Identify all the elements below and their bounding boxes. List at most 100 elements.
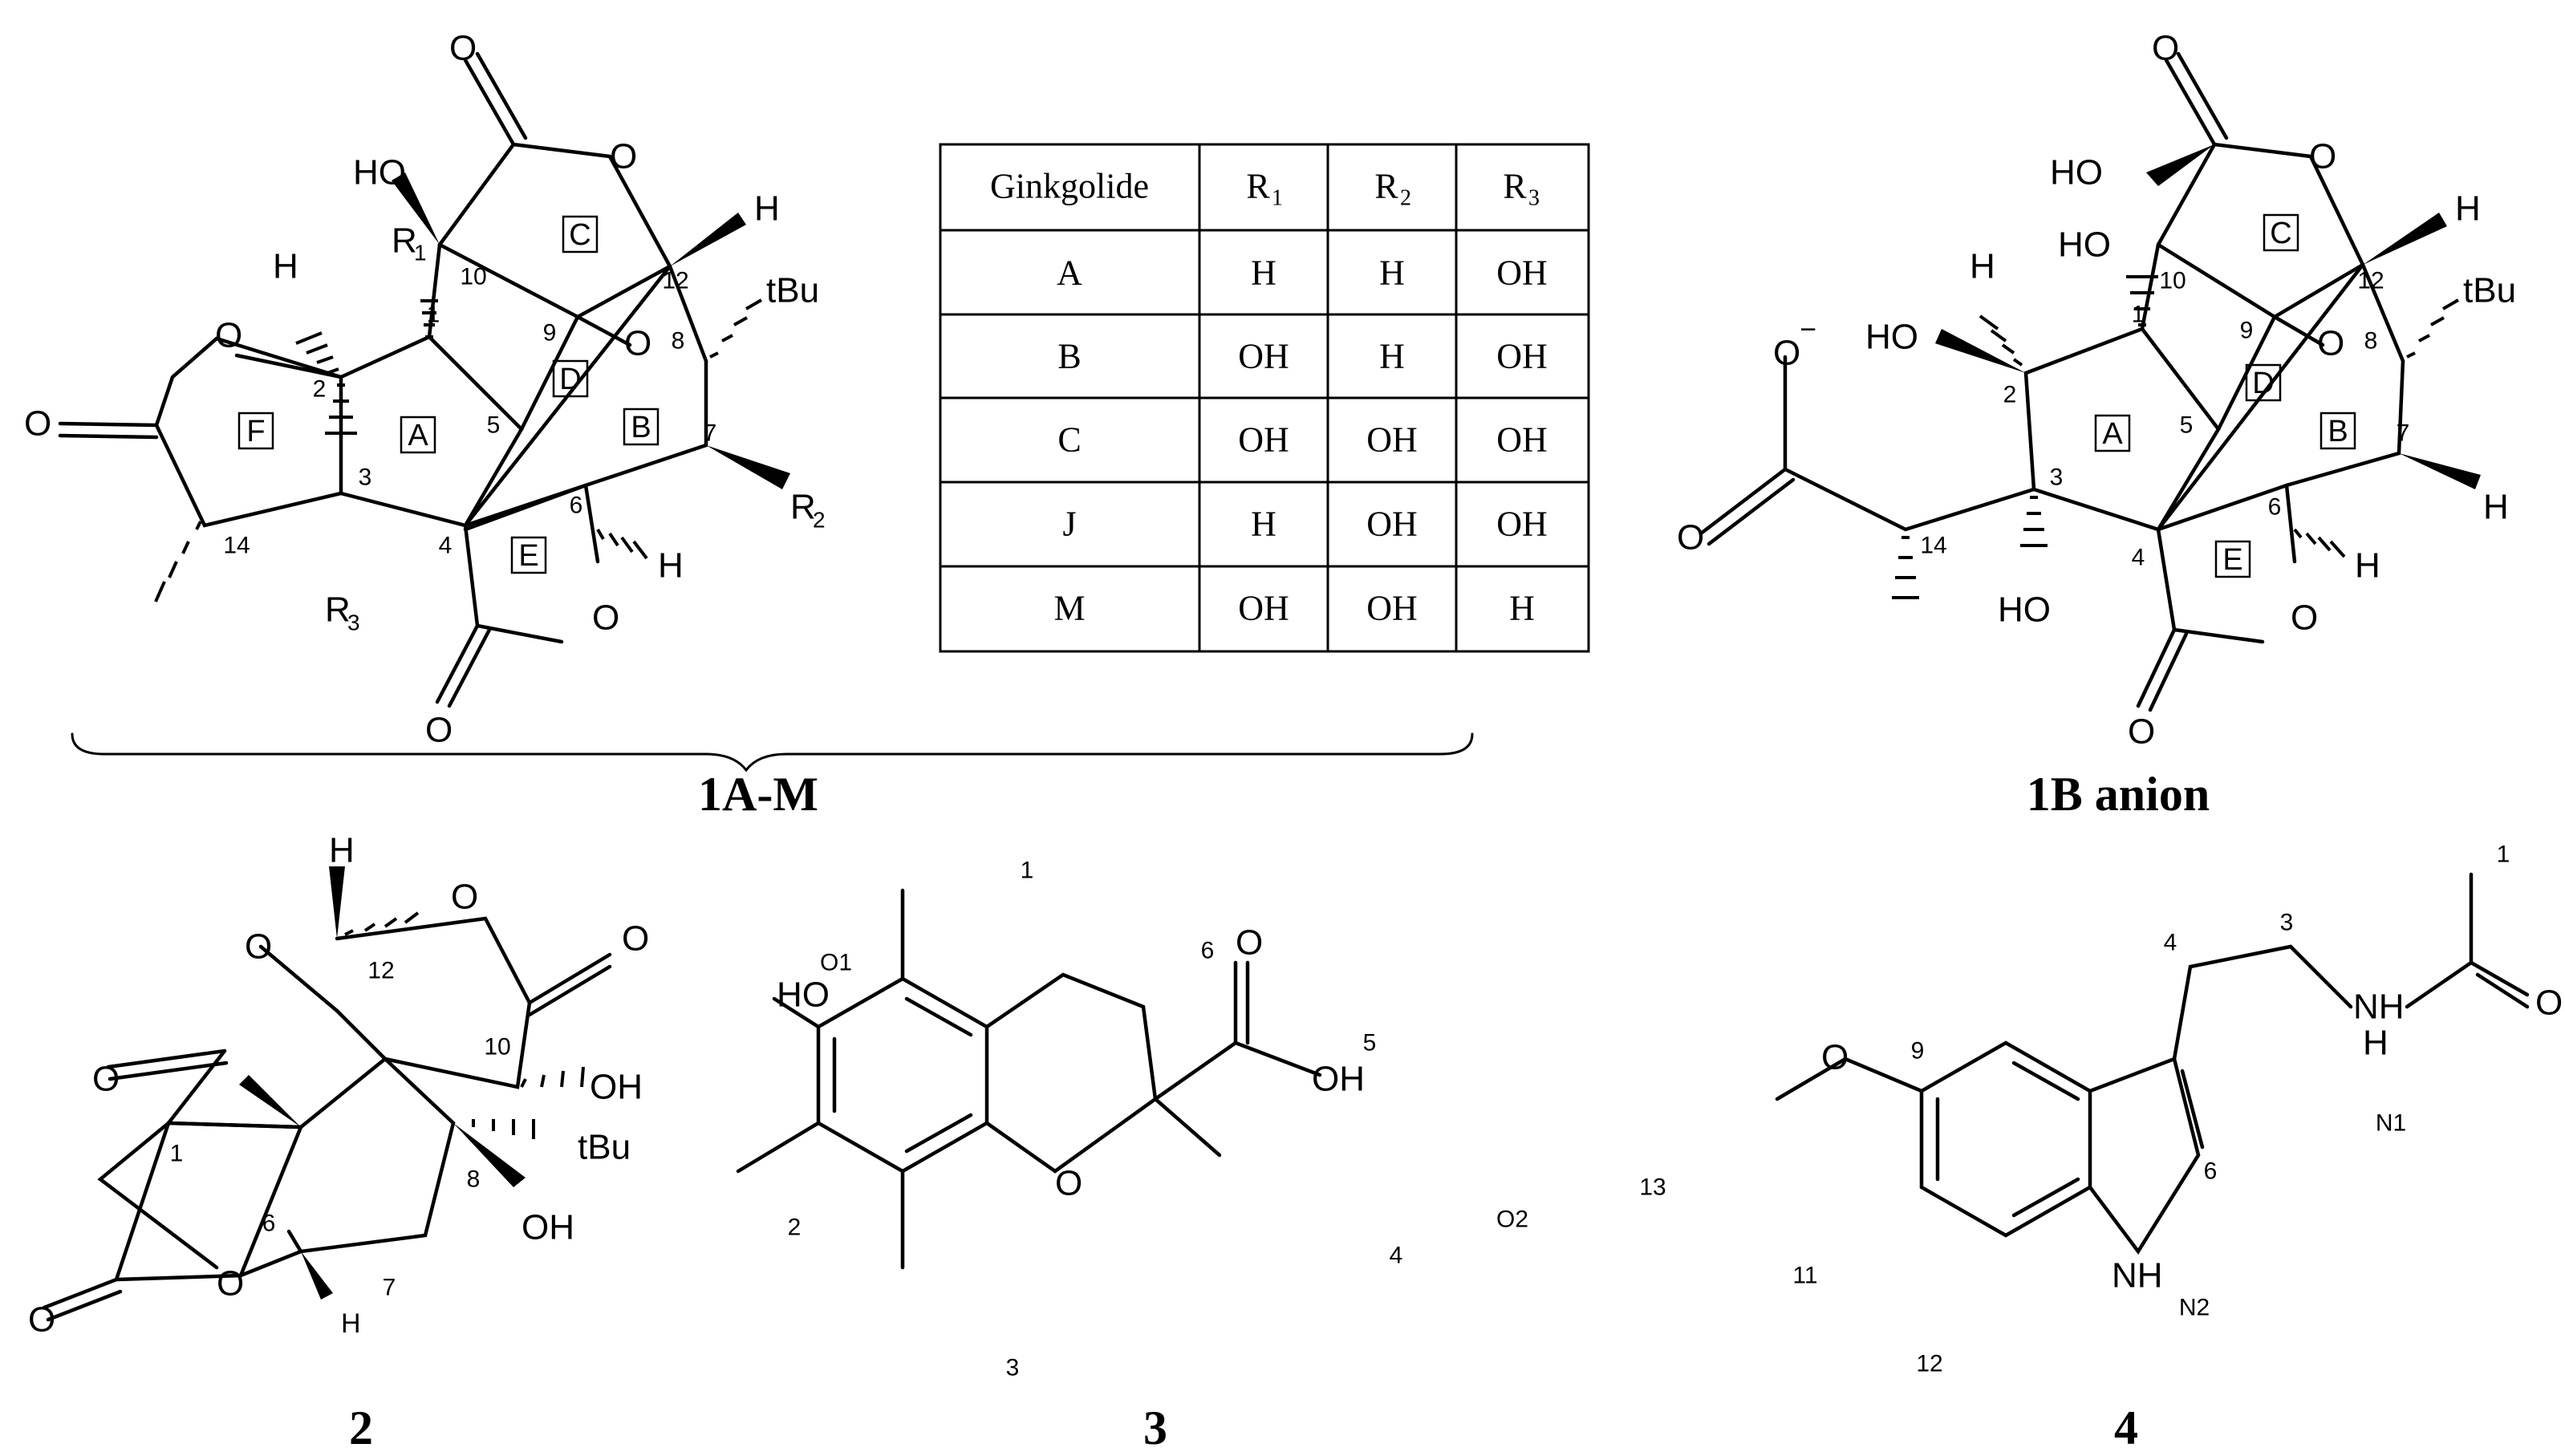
table-header-r2: R [1374,167,1398,206]
locant-7: 7 [2397,420,2410,447]
locant-5: 5 [487,412,501,439]
table-header-r3-sub: 3 [1528,186,1540,211]
atom-h-2: H [1970,247,1995,286]
atom-h-12: H [329,831,355,870]
table-cell: OH [1366,420,1418,460]
locant-7: 7 [383,1275,396,1301]
atom-o-carbonyl-c: O [449,29,477,68]
locant-8: 8 [2364,328,2378,355]
locant-5: 5 [2180,412,2194,439]
atom-h-12: H [2455,189,2481,229]
atom-ho-2: HO [1865,318,1918,357]
atom-o-ring-3: O [217,1264,244,1304]
structure-4: O NH H O NH 1 3 4 6 9 11 12 13 N1 N2 4 [1639,842,2563,1455]
locant-12: 12 [2357,268,2384,294]
table-header-ginkgolide: Ginkgolide [990,167,1149,206]
locant-13: 13 [1639,1174,1666,1201]
table-cell: C [1057,420,1081,460]
locant-6: 6 [2204,1158,2218,1185]
atom-o-carbonyl-f: O [24,404,51,444]
atom-r2-sub: 2 [813,508,826,533]
locant-1: 1 [2132,302,2145,328]
locant-10: 10 [2159,268,2186,294]
ring-label-a: A [2102,417,2123,451]
atom-ho: HO [777,975,830,1015]
ring-label-c: C [2270,217,2291,250]
locant-o1: O1 [820,950,852,976]
ring-label-b: B [631,411,651,444]
locant-2: 2 [2003,382,2017,408]
locant-2: 2 [788,1215,802,1241]
table-cell: B [1057,337,1081,376]
table-cell: H [1379,253,1405,293]
atom-h-2: H [273,247,298,286]
locant-4: 4 [2164,930,2177,956]
atom-ho-1: HO [2058,225,2111,265]
atom-tbu: tBu [578,1128,631,1167]
locant-3: 3 [2050,464,2064,491]
atom-nh-indole: NH [2112,1256,2163,1296]
table-cell: OH [1238,420,1289,460]
atom-ho-3: HO [1998,590,2051,630]
ring-box-b [2319,412,2356,450]
atom-o-carboxylate-2: O [1677,518,1704,558]
atom-r1-sub: 1 [414,241,427,266]
atom-o-ring-e: O [592,598,619,638]
locant-9: 9 [2240,318,2254,344]
table-cell: H [1509,589,1535,628]
atom-o-carbonyl-e: O [2128,712,2155,752]
caption-2: 2 [349,1401,373,1454]
structure-2: H O O O O O O OH tBu OH H 1 6 7 8 10 12 … [28,831,649,1455]
ring-box-a [400,416,436,454]
locant-6: 6 [1201,938,1215,964]
atom-o-carbonyl-e: O [425,711,453,750]
atom-h-6: H [2355,546,2380,586]
atom-h-6: H [658,546,684,586]
structure-1a-m: F A C D B E O O O O O O O HO H tBu H H R… [24,29,1474,821]
atom-tbu: tBu [2463,271,2516,310]
ring-label-d: D [2252,367,2274,400]
atom-oh-acid: OH [1312,1060,1365,1099]
table-header-r2-sub: 2 [1400,186,1411,211]
table-header-r1-sub: 1 [1272,186,1283,211]
locant-n1: N1 [2376,1110,2406,1137]
caption-4: 4 [2114,1401,2138,1454]
atom-o-carbonyl-2: O [92,1060,120,1099]
atom-o-carbonyl: O [622,919,649,959]
atom-o-methoxy: O [1821,1038,1849,1077]
atom-oh-10: OH [590,1068,643,1107]
atom-o-ring-2: O [245,927,272,967]
table-cell: A [1057,253,1082,293]
locant-6: 6 [262,1211,276,1237]
table-cell: H [1379,337,1405,376]
locant-9: 9 [543,320,557,347]
atom-oh-8: OH [522,1208,574,1247]
locant-6: 6 [570,493,583,519]
atom-o-ring-d: O [2317,324,2344,363]
atom-o-ring-e: O [2291,598,2318,638]
ring-box-c [562,215,599,253]
table-cell: M [1053,589,1085,628]
ring-label-c: C [569,218,591,252]
locant-3: 3 [359,464,372,491]
ring-box-f [237,412,274,450]
locant-8: 8 [467,1166,481,1193]
ring-box-a [2094,414,2131,452]
locant-10: 10 [484,1034,510,1061]
atom-o-amide: O [2535,984,2563,1023]
table-cell: OH [1496,420,1548,460]
table-header-r1: R [1246,167,1270,206]
locant-n2: N2 [2179,1295,2210,1321]
locant-10: 10 [460,264,486,290]
ring-label-b: B [2328,415,2348,448]
locant-4: 4 [439,533,453,559]
locant-3: 3 [2280,910,2294,936]
ring-label-e: E [518,539,538,573]
locant-12: 12 [662,268,688,294]
atom-o-ring: O [1055,1164,1082,1203]
locant-11: 11 [1792,1263,1817,1289]
locant-2: 2 [313,376,327,403]
locant-8: 8 [672,328,685,355]
locant-1: 1 [1021,858,1034,884]
